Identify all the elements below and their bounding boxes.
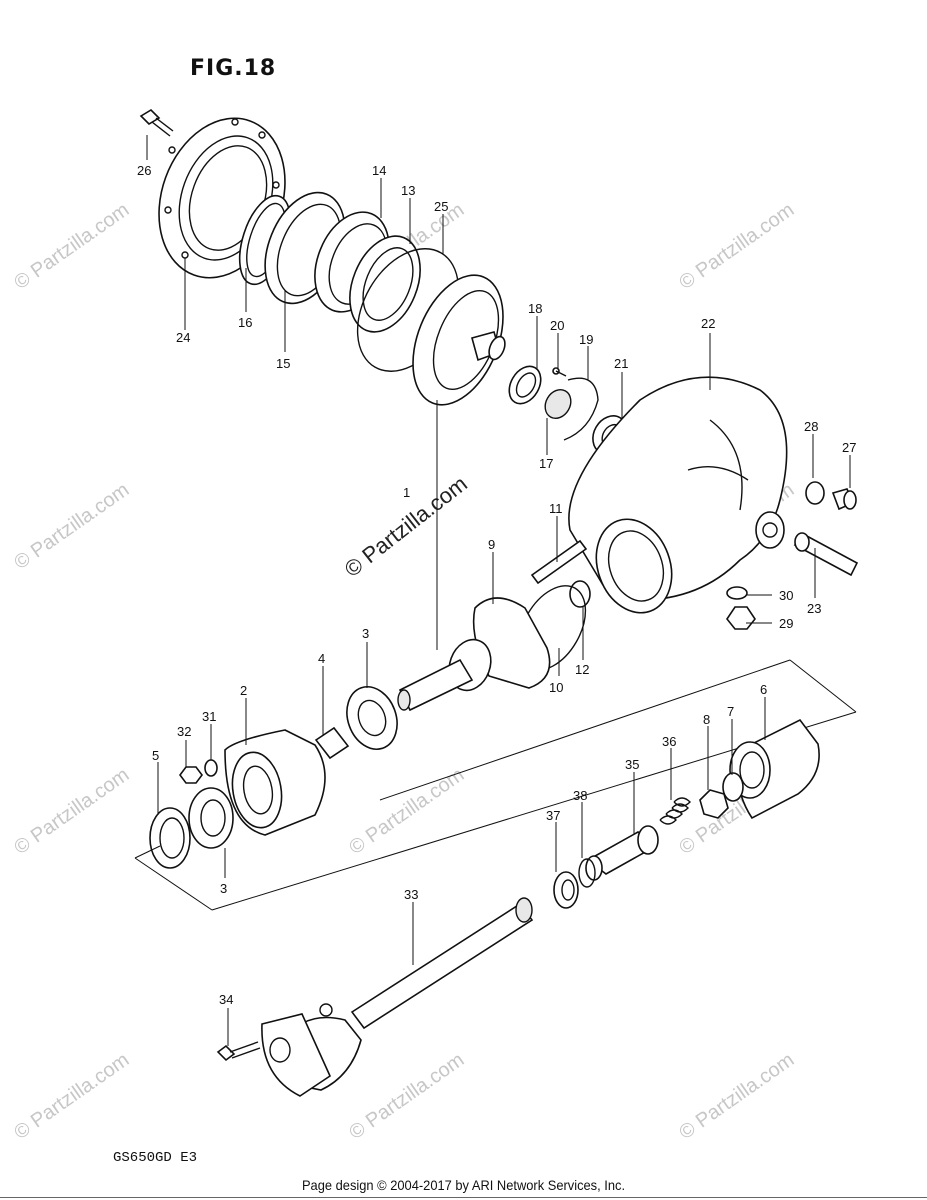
callout-22: 22 bbox=[701, 316, 715, 331]
part-11-stud bbox=[530, 539, 588, 585]
part-12-bearing bbox=[569, 580, 591, 608]
callout-32: 32 bbox=[177, 724, 191, 739]
callout-31: 31 bbox=[202, 709, 216, 724]
watermark: © Partzilla.com bbox=[10, 764, 133, 859]
callout-21: 21 bbox=[614, 356, 628, 371]
callout-28: 28 bbox=[804, 419, 818, 434]
part-33-drive-shaft bbox=[261, 897, 534, 1097]
part-32-nut bbox=[179, 766, 203, 784]
callout-2: 2 bbox=[240, 683, 247, 698]
callout-24: 24 bbox=[176, 330, 190, 345]
callout-34: 34 bbox=[219, 992, 233, 1007]
callout-4: 4 bbox=[318, 651, 325, 666]
callout-35: 35 bbox=[625, 757, 639, 772]
part-2-case bbox=[224, 729, 326, 836]
callout-16: 16 bbox=[238, 315, 252, 330]
figure-title: FIG.18 bbox=[190, 56, 277, 81]
callout-6: 6 bbox=[760, 682, 767, 697]
callout-9: 9 bbox=[488, 537, 495, 552]
watermark: © Partzilla.com bbox=[675, 1049, 798, 1144]
callout-1: 1 bbox=[403, 485, 410, 500]
callout-27: 27 bbox=[842, 440, 856, 455]
callout-3: 3 bbox=[362, 626, 369, 641]
pinion-gear bbox=[397, 638, 492, 712]
part-13-bearing bbox=[349, 235, 421, 333]
callout-29: 29 bbox=[779, 616, 793, 631]
part-36-spring bbox=[659, 797, 691, 825]
callout-11: 11 bbox=[549, 501, 563, 516]
footer-copyright: Page design © 2004-2017 by ARI Network S… bbox=[301, 1177, 626, 1193]
part-7-ring bbox=[722, 772, 744, 802]
part-17-bearing bbox=[544, 388, 572, 420]
callout-12: 12 bbox=[575, 662, 589, 677]
callout-23: 23 bbox=[807, 601, 821, 616]
watermark: © Partzilla.com bbox=[675, 199, 798, 294]
watermark: © Partzilla.com bbox=[10, 479, 133, 574]
part-30-washer bbox=[726, 586, 748, 600]
callouts: 1 2 3 3 4 5 6 7 8 9 10 11 12 13 14 15 16… bbox=[137, 163, 856, 1007]
part-26-bolt bbox=[139, 108, 174, 137]
callout-25: 25 bbox=[434, 199, 448, 214]
part-31-washer bbox=[204, 759, 218, 777]
callout-13: 13 bbox=[401, 183, 415, 198]
part-6-damper bbox=[729, 718, 820, 820]
callout-15: 15 bbox=[276, 356, 290, 371]
callout-10: 10 bbox=[549, 680, 563, 695]
leader-lines bbox=[146, 135, 851, 1046]
callout-3b: 3 bbox=[220, 881, 227, 896]
watermark: © Partzilla.com bbox=[345, 1049, 468, 1144]
callout-14: 14 bbox=[372, 163, 386, 178]
callout-36: 36 bbox=[662, 734, 676, 749]
part-18-washer bbox=[508, 365, 542, 405]
callout-19: 19 bbox=[579, 332, 593, 347]
callout-38: 38 bbox=[573, 788, 587, 803]
callout-26: 26 bbox=[137, 163, 151, 178]
part-34-bolt bbox=[216, 1041, 261, 1062]
watermark: © Partzilla.com bbox=[345, 764, 468, 859]
part-37-ring bbox=[553, 871, 579, 909]
part-23-stud bbox=[793, 532, 859, 577]
model-code: GS650GD E3 bbox=[113, 1150, 198, 1166]
callout-18: 18 bbox=[528, 301, 542, 316]
callout-20: 20 bbox=[550, 318, 564, 333]
watermark: © Partzilla.com bbox=[10, 199, 133, 294]
part-35-shaft bbox=[585, 825, 659, 881]
part-3-bearing-upper bbox=[346, 686, 398, 750]
part-4-spacer bbox=[314, 726, 350, 760]
part-22-housing bbox=[568, 376, 788, 614]
callout-8: 8 bbox=[703, 712, 710, 727]
part-3-bearing-lower bbox=[188, 787, 234, 849]
callout-33: 33 bbox=[404, 887, 418, 902]
callout-5: 5 bbox=[152, 748, 159, 763]
footer-divider bbox=[0, 1197, 927, 1198]
part-28-washer bbox=[805, 481, 825, 505]
callout-7: 7 bbox=[727, 704, 734, 719]
part-8-nut bbox=[699, 789, 729, 819]
callout-17: 17 bbox=[539, 456, 553, 471]
part-19-clip bbox=[563, 377, 599, 441]
part-27-bolt bbox=[831, 488, 857, 511]
part-20-screw bbox=[552, 367, 567, 377]
ring-gear bbox=[412, 274, 506, 406]
callout-30: 30 bbox=[779, 588, 793, 603]
watermark: © Partzilla.com bbox=[10, 1049, 133, 1144]
part-29-plug bbox=[726, 606, 756, 630]
part-38-circlip bbox=[578, 858, 596, 888]
callout-37: 37 bbox=[546, 808, 560, 823]
